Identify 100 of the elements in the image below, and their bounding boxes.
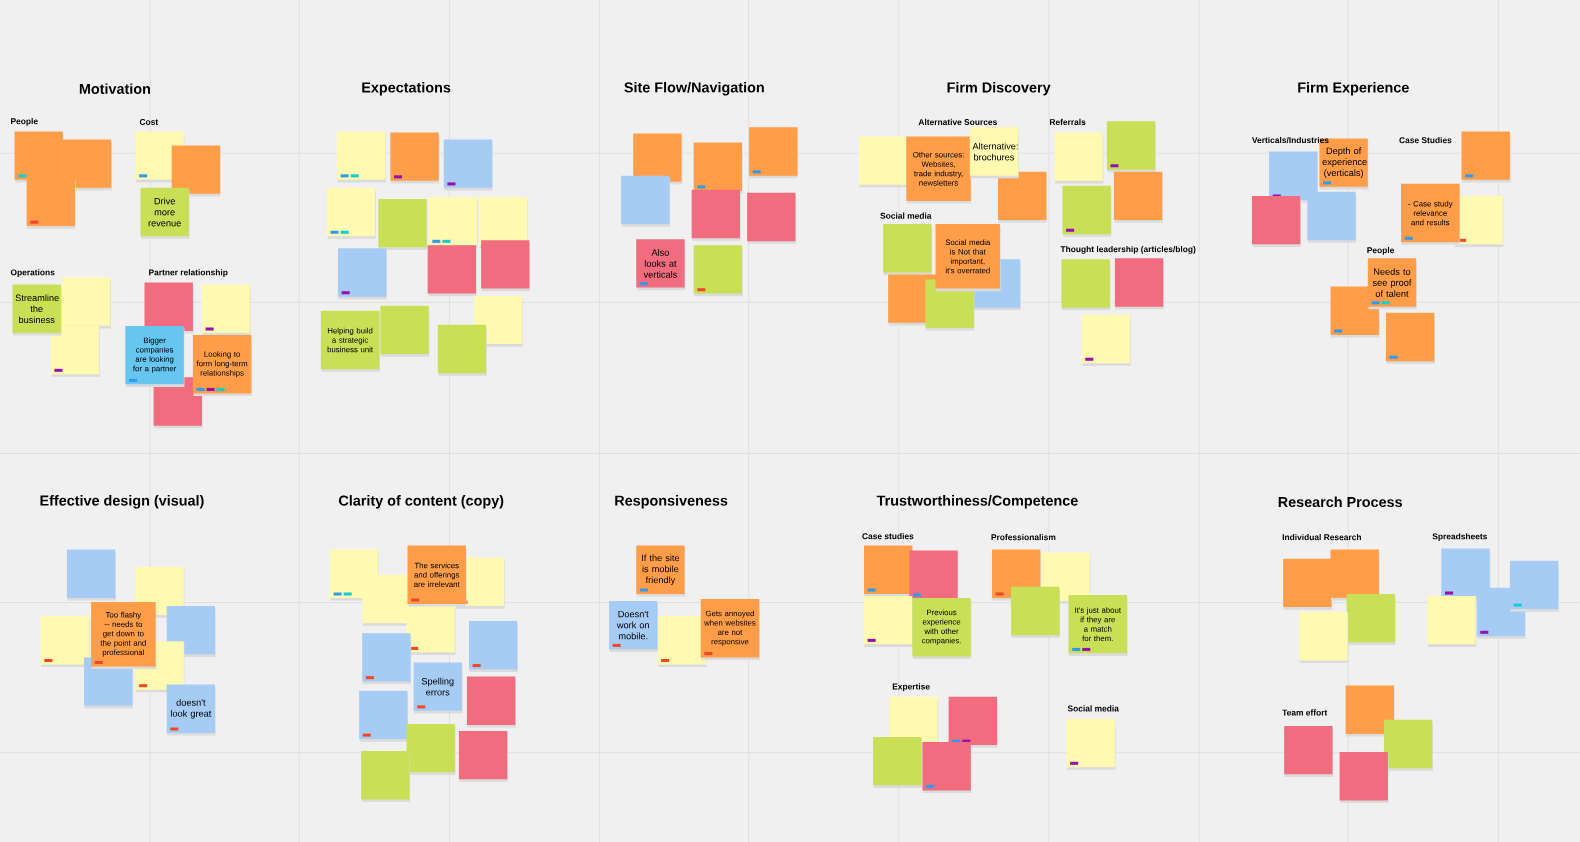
group-label: Operations — [10, 269, 55, 277]
sticky-note: doesn't look great — [166, 684, 216, 736]
sticky-note — [1284, 725, 1334, 777]
sticky-note: Spelling errors — [413, 662, 463, 714]
sticky-note: Also looks at verticals — [636, 239, 686, 290]
sticky-note — [863, 545, 913, 597]
sticky-note — [40, 615, 90, 667]
sticky-note — [1113, 171, 1163, 223]
sticky-note — [1061, 259, 1111, 311]
sticky-note — [1066, 718, 1116, 770]
sticky-note: If the site is mobile friendly — [636, 545, 686, 597]
section-heading: Effective design (visual) — [40, 494, 204, 509]
group-label: Case studies — [862, 532, 914, 539]
sticky-note — [428, 196, 478, 248]
section-heading: Expectations — [362, 81, 451, 96]
group-label: Team effort — [1282, 709, 1328, 716]
sticky-note — [998, 171, 1047, 223]
group-label: Verticals/Industries — [1252, 136, 1329, 143]
sticky-note — [466, 676, 516, 728]
sticky-note — [50, 325, 100, 377]
sticky-note — [359, 690, 409, 742]
sticky-note: Needs to see proof of talent — [1367, 258, 1417, 310]
sticky-note — [336, 131, 386, 183]
sticky-note — [61, 277, 111, 329]
sticky-note — [338, 248, 387, 300]
group-label: People — [1367, 246, 1395, 255]
sticky-note — [1062, 185, 1112, 237]
sticky-note — [201, 284, 251, 336]
sticky-note — [406, 603, 456, 655]
sticky-note: Drive more revenue — [140, 187, 190, 239]
section-heading: Firm Discovery — [947, 81, 1051, 96]
group-label: Cost — [139, 118, 159, 125]
sticky-note — [621, 175, 671, 227]
sticky-note — [458, 730, 508, 782]
sticky-note — [1346, 593, 1396, 645]
section-heading: Firm Experience — [1298, 81, 1409, 96]
section-heading: Responsiveness — [615, 494, 728, 509]
sticky-note — [1385, 312, 1435, 364]
sticky-note — [62, 139, 112, 191]
group-label: Thought leadership (articles/blog) — [1060, 245, 1196, 254]
sticky-note — [693, 142, 743, 194]
sticky-note — [171, 145, 221, 197]
sticky-note — [378, 198, 428, 250]
section-heading: Research Process — [1278, 496, 1402, 507]
sticky-note — [922, 741, 972, 793]
sticky-note — [14, 131, 64, 183]
sticky-note — [747, 192, 797, 244]
sticky-note — [1054, 132, 1104, 184]
sticky-note — [390, 132, 440, 184]
sticky-note — [437, 324, 487, 376]
sticky-note — [873, 736, 922, 788]
sticky-note — [858, 136, 908, 188]
group-label: Social media — [1067, 705, 1119, 712]
sticky-note — [1307, 191, 1357, 243]
sticky-note — [863, 595, 913, 647]
section-heading: Motivation — [79, 83, 150, 94]
group-label: Alternative Sources — [918, 118, 997, 125]
sticky-note — [1299, 611, 1349, 663]
group-label: Case Studies — [1399, 136, 1452, 143]
sticky-note — [427, 245, 477, 297]
sticky-note — [326, 187, 376, 239]
sticky-note — [948, 696, 998, 748]
sticky-note — [1383, 719, 1433, 771]
sticky-note — [1339, 751, 1389, 803]
section-heading: Trustworthiness/Competence — [876, 494, 1078, 509]
sticky-note — [380, 305, 430, 357]
sticky-note — [1081, 314, 1131, 366]
sticky-note: Doesn't work on mobile. — [609, 600, 658, 652]
sticky-note — [1461, 131, 1511, 183]
sticky-note — [1114, 258, 1164, 310]
sticky-note — [406, 723, 456, 775]
group-label: Partner relationship — [149, 269, 228, 277]
sticky-note: Streamline the business — [12, 284, 62, 336]
sticky-note — [361, 750, 411, 802]
sticky-note — [1251, 195, 1301, 247]
section-heading: Clarity of content (copy) — [339, 494, 504, 509]
sticky-note — [1441, 548, 1491, 600]
sticky-note — [26, 177, 76, 229]
sticky-note — [749, 127, 799, 179]
group-label: Spreadsheets — [1432, 533, 1488, 541]
sticky-note — [1509, 560, 1559, 612]
sticky-note — [883, 223, 933, 275]
sticky-note — [1106, 121, 1156, 173]
group-label: Expertise — [892, 683, 930, 691]
sticky-note — [1011, 586, 1061, 638]
sticky-note — [443, 139, 493, 191]
sticky-note — [1283, 558, 1333, 610]
group-label: Professionalism — [991, 533, 1056, 540]
sticky-note — [66, 549, 116, 601]
group-label: Individual Research — [1282, 533, 1361, 540]
sticky-note — [1345, 685, 1395, 737]
group-label: Social media — [880, 212, 932, 219]
sticky-note: Alternative: brochures — [969, 127, 1019, 179]
sticky-note — [469, 620, 518, 672]
sticky-note — [1427, 595, 1477, 647]
group-label: Referrals — [1049, 118, 1086, 125]
section-heading: Site Flow/Navigation — [624, 81, 764, 96]
sticky-note — [1330, 549, 1380, 601]
sticky-note — [362, 633, 412, 684]
sticky-note — [481, 240, 531, 292]
